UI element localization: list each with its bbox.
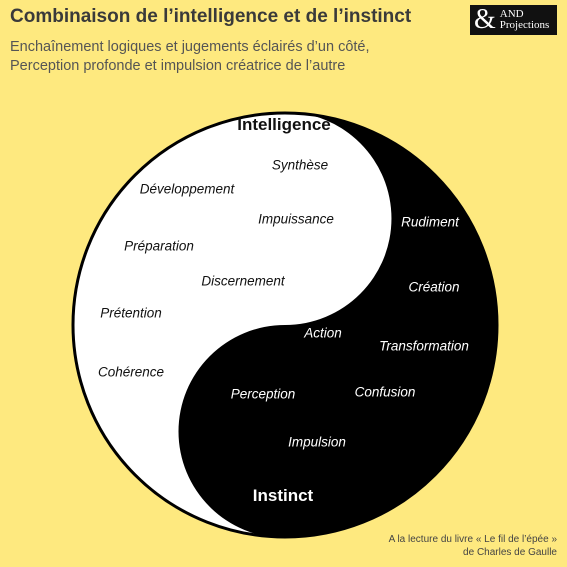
term-developpement: Développement bbox=[139, 181, 235, 197]
term-perception: Perception bbox=[230, 386, 296, 402]
term-preparation: Préparation bbox=[124, 238, 194, 254]
source-credit: A la lecture du livre « Le fil de l’épée… bbox=[389, 533, 557, 559]
term-action: Action bbox=[304, 325, 342, 341]
credit-line-2: de Charles de Gaulle bbox=[463, 547, 557, 558]
page-title: Combinaison de l’intelligence et de l’in… bbox=[10, 6, 412, 27]
credit-line-1: A la lecture du livre « Le fil de l’épée… bbox=[388, 534, 557, 545]
ampersand-logo-icon: & bbox=[474, 4, 496, 35]
yin-yang-light-half bbox=[72, 112, 392, 538]
term-creation: Création bbox=[408, 279, 460, 295]
term-impuissance: Impuissance bbox=[258, 211, 334, 227]
yin-yang-outline bbox=[71, 111, 499, 539]
and-projections-logo: & AND Projections bbox=[470, 5, 557, 35]
term-coherence: Cohérence bbox=[97, 364, 165, 380]
term-discernement: Discernement bbox=[201, 273, 285, 289]
logo-line-2: Projections bbox=[499, 19, 550, 31]
label-intelligence: Intelligence bbox=[237, 115, 331, 134]
subtitle-line-1: Enchaînement logiques et jugements éclai… bbox=[10, 39, 370, 55]
term-impulsion: Impulsion bbox=[288, 434, 346, 450]
label-instinct: Instinct bbox=[252, 486, 314, 505]
term-synthese: Synthèse bbox=[271, 157, 329, 173]
term-rudiment: Rudiment bbox=[401, 214, 459, 230]
term-transformation: Transformation bbox=[379, 338, 469, 354]
logo-line-1: AND bbox=[499, 7, 524, 20]
term-confusion: Confusion bbox=[354, 384, 416, 400]
subtitle-line-2: Perception profonde et impulsion créatri… bbox=[10, 58, 346, 74]
term-pretention: Prétention bbox=[100, 305, 162, 321]
page-subtitle: Enchaînement logiques et jugements éclai… bbox=[10, 38, 370, 76]
logo-wordmark: AND Projections bbox=[499, 7, 550, 32]
